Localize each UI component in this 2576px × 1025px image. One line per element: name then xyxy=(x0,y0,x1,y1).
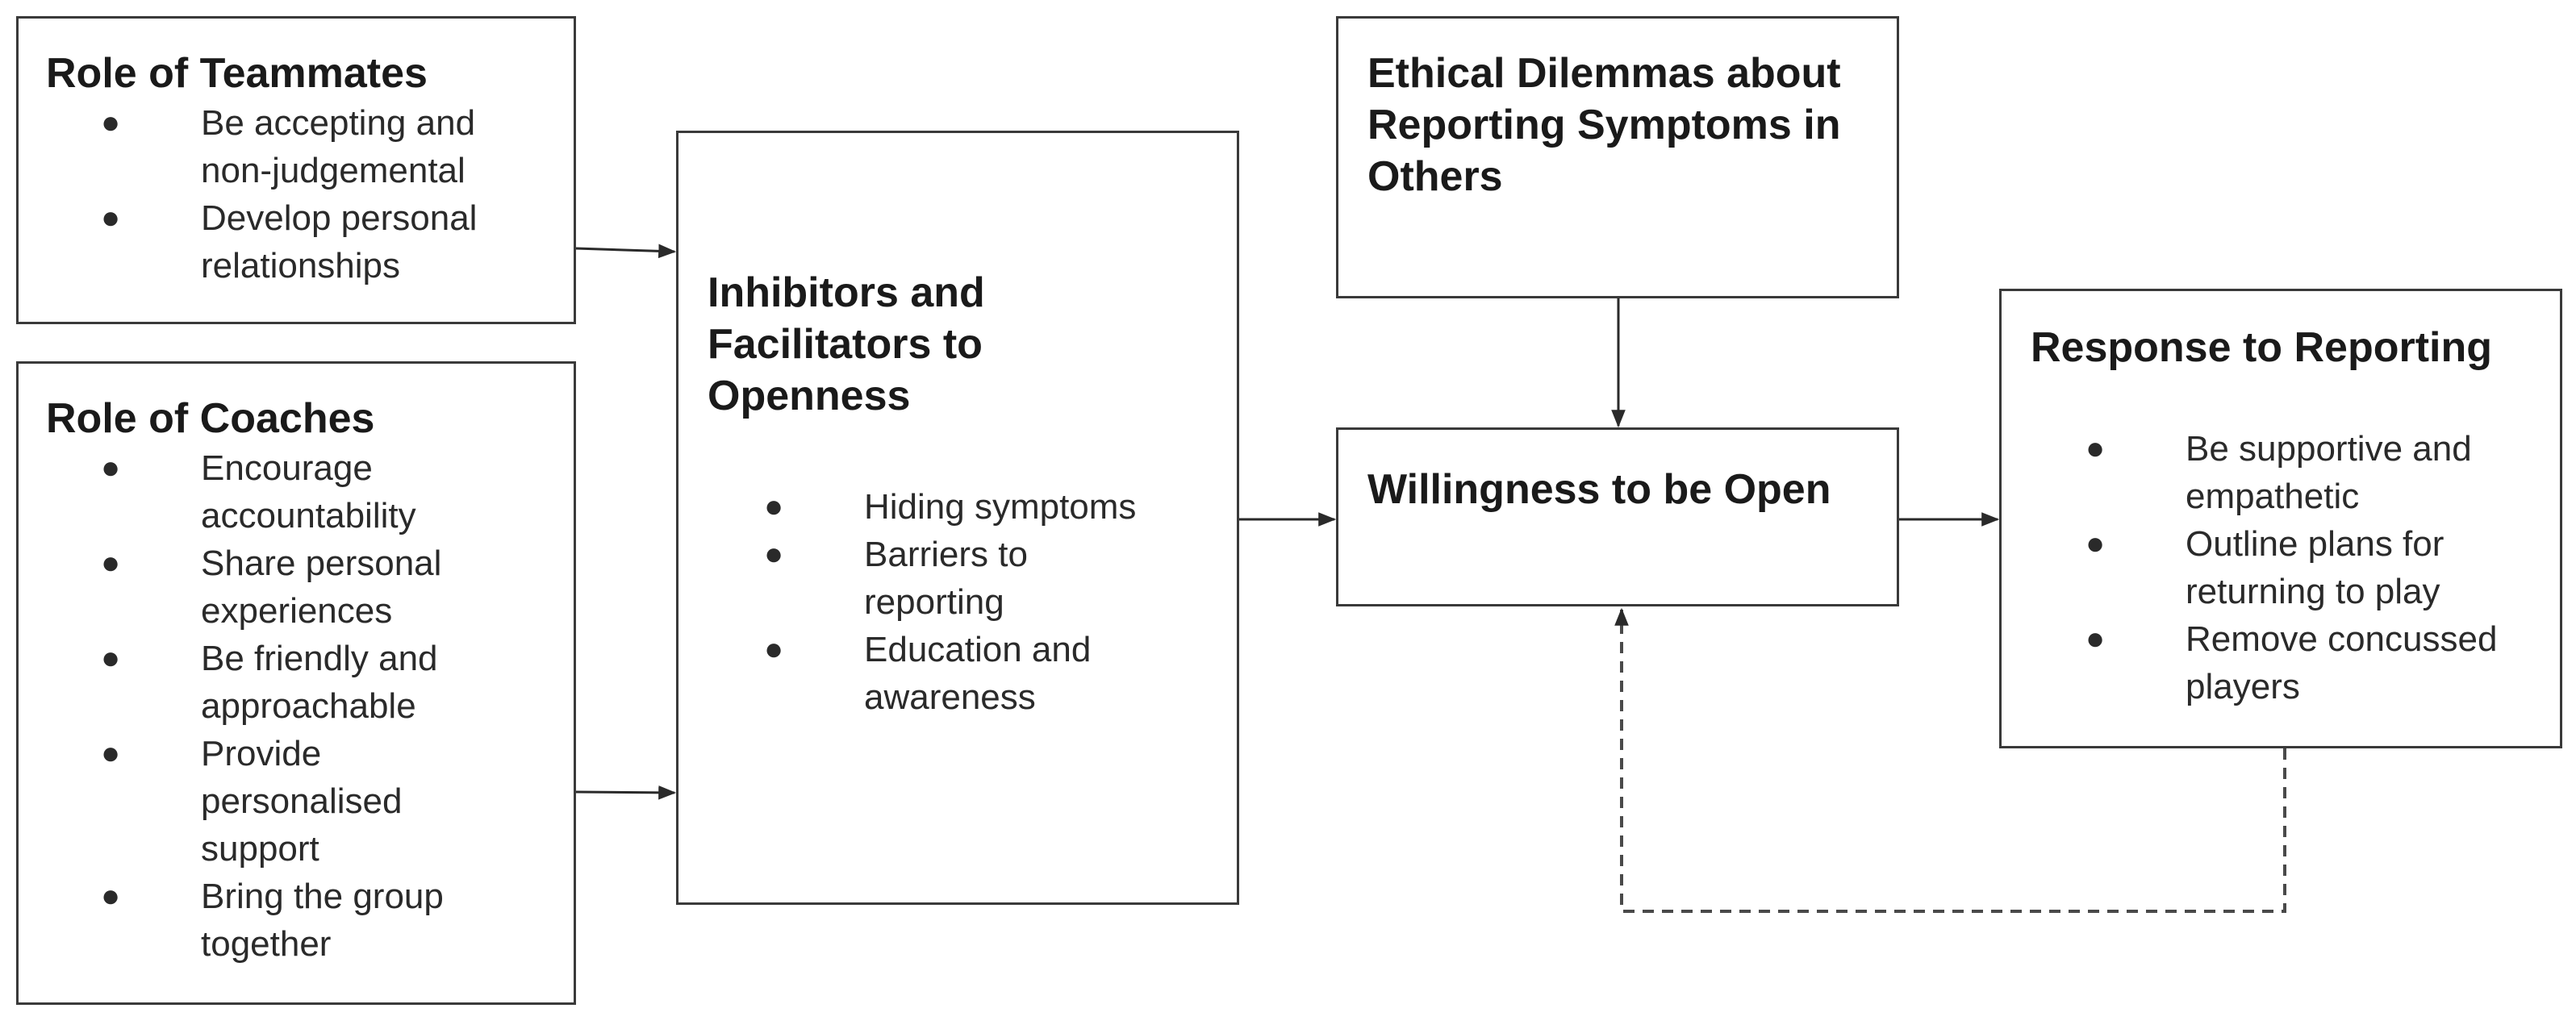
bullet-icon: ● xyxy=(101,735,121,771)
response-box: Response to Reporting ● Be supportive an… xyxy=(1999,289,2562,748)
bullet-icon: ● xyxy=(764,536,784,572)
list-item: ● Bring the group together xyxy=(19,873,567,968)
bullet-icon: ● xyxy=(101,878,121,914)
teammates-box: Role of Teammates ● Be accepting and non… xyxy=(16,16,576,324)
coaches-box: Role of Coaches ● Encourage accountabili… xyxy=(16,361,576,1005)
inhibitors-list: ● Hiding symptoms ● Barriers to reportin… xyxy=(678,483,1235,721)
inhibitors-title: Inhibitors and Facilitators to Openness xyxy=(708,269,985,419)
bullet-icon: ● xyxy=(101,450,121,485)
teammates-title: Role of Teammates xyxy=(46,50,428,97)
list-item: ● Be friendly and approachable xyxy=(19,635,567,730)
bullet-icon: ● xyxy=(2085,431,2106,466)
list-item: ● Education and awareness xyxy=(678,626,1235,721)
willingness-box: Willingness to be Open xyxy=(1336,427,1899,606)
arrow-coaches-to-inhibitors xyxy=(575,785,677,800)
coaches-title: Role of Coaches xyxy=(46,395,375,442)
willingness-title: Willingness to be Open xyxy=(1367,466,1831,513)
bullet-icon: ● xyxy=(101,105,121,140)
teammates-list: ● Be accepting and non-judgemental ● Dev… xyxy=(19,99,567,290)
list-item: ● Barriers to reporting xyxy=(678,531,1235,626)
bullet-icon: ● xyxy=(764,489,784,524)
response-title: Response to Reporting xyxy=(2031,324,2493,371)
coaches-list: ● Encourage accountability ● Share perso… xyxy=(19,444,567,968)
bullet-icon: ● xyxy=(101,640,121,676)
arrow-teammates-to-inhibitors xyxy=(575,244,677,259)
list-item: ● Share personal experiences xyxy=(19,540,567,635)
ethical-title: Ethical Dilemmas about Reporting Symptom… xyxy=(1367,50,1841,200)
list-item: ● Encourage accountability xyxy=(19,444,567,540)
list-item: ● Hiding symptoms xyxy=(678,483,1235,531)
bullet-icon: ● xyxy=(101,200,121,235)
list-item: ● Outline plans for returning to play xyxy=(2002,520,2558,615)
bullet-icon: ● xyxy=(2085,621,2106,656)
bullet-icon: ● xyxy=(101,545,121,581)
list-item: ● Be accepting and non-judgemental xyxy=(19,99,567,194)
list-item: ● Be supportive and empathetic xyxy=(2002,425,2558,520)
inhibitors-box: Inhibitors and Facilitators to Openness … xyxy=(676,131,1239,905)
bullet-icon: ● xyxy=(764,631,784,667)
list-item: ● Remove concussed players xyxy=(2002,615,2558,710)
ethical-box: Ethical Dilemmas about Reporting Symptom… xyxy=(1336,16,1899,298)
list-item: ● Develop personal relationships xyxy=(19,194,567,290)
bullet-icon: ● xyxy=(2085,526,2106,561)
arrow-response-to-willingness-feedback xyxy=(1614,607,2286,913)
list-item: ● Provide personalised support xyxy=(19,730,567,873)
response-list: ● Be supportive and empathetic ● Outline… xyxy=(2002,425,2558,710)
